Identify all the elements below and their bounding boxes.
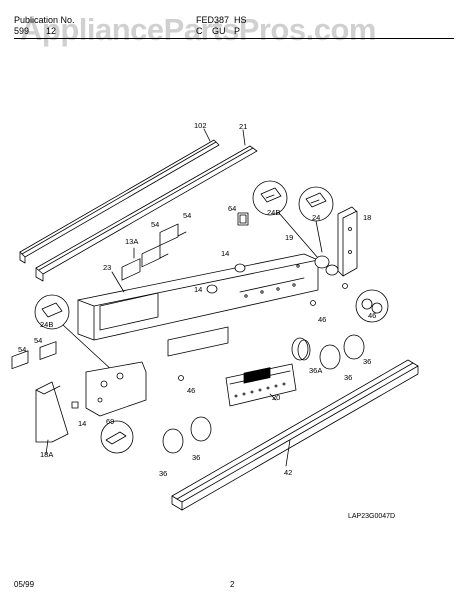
callout-20: 20 bbox=[272, 393, 280, 402]
leader-24b-top bbox=[278, 212, 319, 259]
footer-date: 05/99 bbox=[14, 580, 35, 589]
knob-14-panel bbox=[234, 263, 246, 273]
callout-14-bottom: 14 bbox=[78, 419, 86, 428]
callout-102: 102 bbox=[194, 121, 207, 130]
clip-46-right bbox=[310, 283, 348, 306]
detail-circle-69 bbox=[100, 420, 134, 454]
clip-46-lower bbox=[178, 375, 184, 381]
lower-control-bracket bbox=[85, 361, 147, 417]
callout-69: 69 bbox=[106, 417, 114, 426]
watermark: AppliancePartsPros.com bbox=[20, 12, 376, 47]
callout-14-panel: 14 bbox=[221, 249, 229, 258]
knob-36-right-a bbox=[319, 344, 341, 370]
leader-21 bbox=[242, 129, 246, 146]
callout-13a: 13A bbox=[125, 237, 138, 246]
callout-36-right-b: 36 bbox=[363, 357, 371, 366]
detail-circle-24b-top bbox=[252, 180, 288, 216]
knob-19 bbox=[314, 255, 339, 276]
detail-circle-24b-left bbox=[34, 294, 70, 330]
diagram-id: LAP23G0047D bbox=[348, 513, 395, 520]
callout-54-upper: 54 bbox=[183, 211, 191, 220]
model-number: FED387 bbox=[196, 15, 230, 25]
switch-13a bbox=[121, 258, 141, 281]
leader-102 bbox=[203, 128, 211, 142]
callout-64: 64 bbox=[228, 204, 236, 213]
leader-24-top bbox=[315, 220, 323, 253]
callout-36-bottom-b: 36 bbox=[192, 453, 200, 462]
leader-23 bbox=[111, 271, 125, 293]
part-64 bbox=[237, 212, 249, 226]
callout-42: 42 bbox=[284, 468, 292, 477]
leader-42 bbox=[285, 439, 291, 467]
callout-46-circle: 46 bbox=[368, 311, 376, 320]
callout-54-left-a: 54 bbox=[34, 336, 42, 345]
header-rule bbox=[14, 38, 454, 39]
side-bracket-18 bbox=[337, 206, 358, 277]
side-bracket-18a bbox=[35, 381, 69, 443]
callout-21: 21 bbox=[239, 122, 247, 131]
callout-19: 19 bbox=[285, 233, 293, 242]
knob-36-right-b bbox=[343, 334, 365, 360]
callout-36a: 36A bbox=[309, 366, 322, 375]
switch-54-middle bbox=[141, 244, 169, 268]
bottom-trim-42 bbox=[171, 359, 419, 511]
callout-36-right-a: 36 bbox=[344, 373, 352, 382]
callout-54-middle: 54 bbox=[151, 220, 159, 229]
callout-36-bottom-a: 36 bbox=[159, 469, 167, 478]
callout-18: 18 bbox=[363, 213, 371, 222]
model-suffix: HS bbox=[234, 15, 247, 25]
trim-strip-21 bbox=[35, 145, 258, 282]
knob-36-bottom-a bbox=[162, 428, 184, 454]
knob-14-left bbox=[206, 284, 218, 294]
oven-control-20 bbox=[225, 363, 297, 407]
knob-36-bottom-b bbox=[190, 416, 212, 442]
callout-24b-left: 24B bbox=[40, 320, 53, 329]
callout-46-right: 46 bbox=[318, 315, 326, 324]
section-title: C bbox=[196, 26, 203, 36]
switch-54-left-a bbox=[39, 341, 57, 360]
switch-54-upper bbox=[159, 223, 187, 246]
callout-14-left: 14 bbox=[194, 285, 202, 294]
clip-14-bottom bbox=[71, 401, 79, 409]
detail-circle-46 bbox=[355, 289, 389, 323]
publication-label: Publication No. bbox=[14, 15, 75, 25]
footer-page: 2 bbox=[230, 580, 235, 589]
callout-18a: 18A bbox=[40, 450, 53, 459]
callout-54-left-b: 54 bbox=[18, 345, 26, 354]
leader-18a bbox=[45, 439, 49, 455]
leader-20 bbox=[269, 393, 277, 401]
callout-24b-top: 24B bbox=[267, 208, 280, 217]
callout-24-top: 24 bbox=[312, 213, 320, 222]
trim-strip-102 bbox=[19, 139, 220, 264]
publication-digits: 12 bbox=[46, 26, 57, 36]
switch-54-left-b bbox=[11, 350, 29, 370]
leader-24b-left bbox=[62, 324, 115, 373]
knob-36a bbox=[291, 337, 311, 361]
callout-46-lower: 46 bbox=[187, 386, 195, 395]
detail-circle-24-top bbox=[298, 186, 334, 222]
control-panel-23 bbox=[77, 253, 319, 357]
section-title-end: P bbox=[234, 26, 241, 36]
publication-number: 599 bbox=[14, 26, 30, 36]
section-title-tail: GU bbox=[212, 26, 226, 36]
callout-23: 23 bbox=[103, 263, 111, 272]
